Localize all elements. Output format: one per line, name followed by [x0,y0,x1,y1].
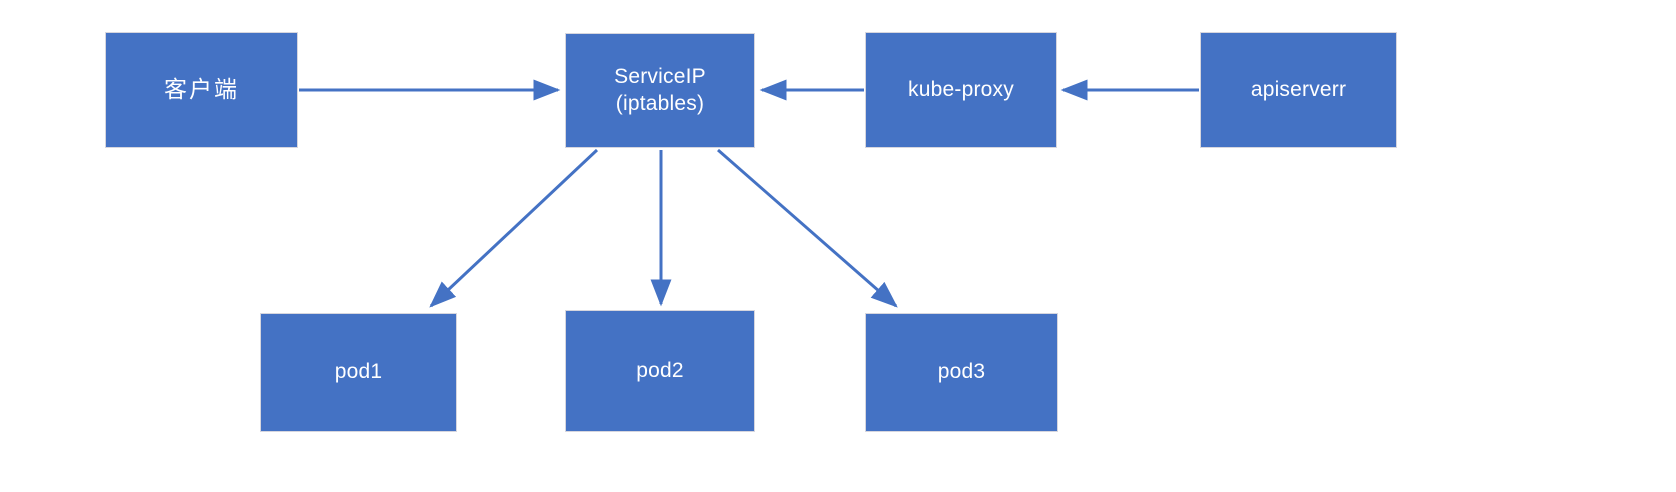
node-pod3-label: pod3 [937,360,986,384]
node-pod3[interactable]: pod3 [865,313,1058,432]
node-pod2-label: pod2 [636,358,684,382]
node-client[interactable]: 客户端 [105,32,298,148]
node-pod2[interactable]: pod2 [565,310,755,432]
node-client-label: 客户端 [164,76,239,103]
node-apiserverr[interactable]: apiserverr [1200,32,1397,148]
edge-serviceip-to-pod1 [429,148,599,308]
node-pod1[interactable]: pod1 [260,313,457,432]
edge-serviceip-to-pod3 [717,148,898,308]
node-pod1-label: pod1 [334,360,383,384]
node-serviceip[interactable]: ServiceIP (iptables) [565,33,755,148]
node-apiserverr-label: apiserverr [1250,77,1347,101]
node-serviceip-label: ServiceIP (iptables) [614,64,706,115]
node-kube-proxy-label: kube-proxy [908,77,1014,101]
node-kube-proxy[interactable]: kube-proxy [865,32,1057,148]
